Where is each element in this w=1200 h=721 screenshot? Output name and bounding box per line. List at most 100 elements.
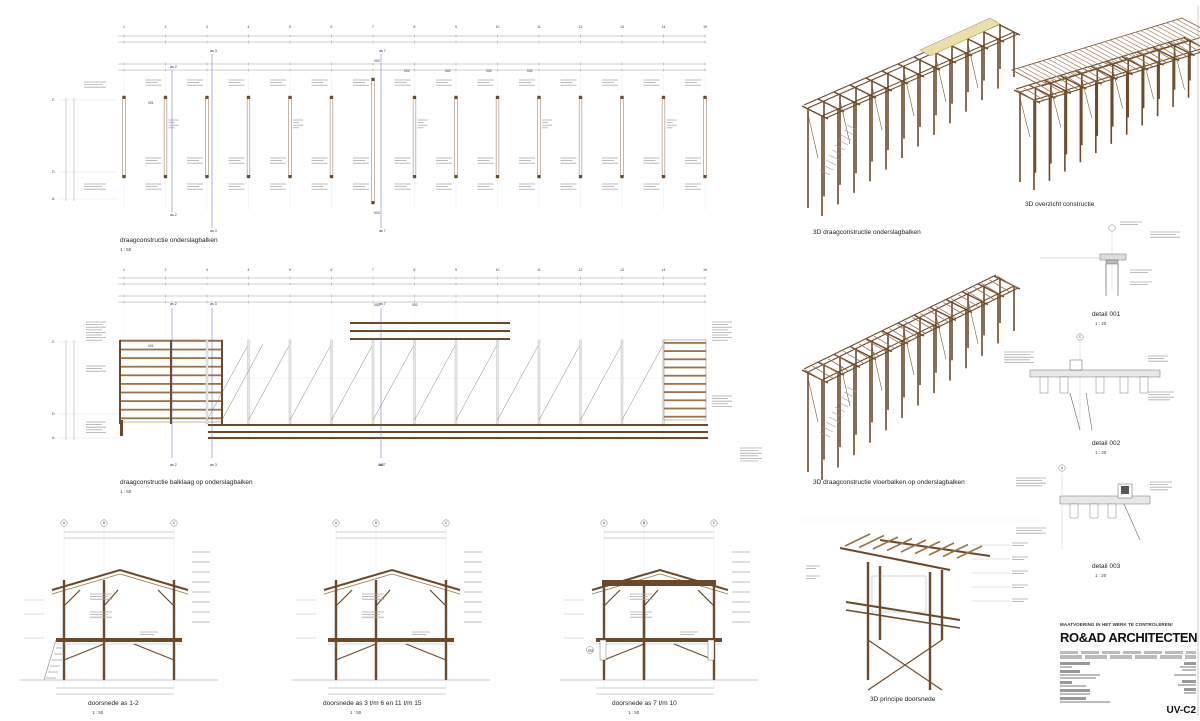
sec2-scale: 1 : 50 <box>350 710 362 715</box>
iso2-brace <box>1081 79 1093 119</box>
iso2-rafter <box>1145 28 1177 46</box>
diagonal-brace <box>221 343 264 421</box>
detail2-joist <box>1139 376 1149 394</box>
beam-cap <box>329 175 334 178</box>
onderslag-ghost <box>330 339 333 425</box>
iso3-stair-tread <box>825 421 837 428</box>
detail-views: CA <box>1004 221 1180 550</box>
grid-col-label: 7 <box>372 25 374 29</box>
sec3-brace <box>697 589 715 607</box>
beam-onderslag <box>703 95 707 179</box>
grid-row-label: C <box>52 340 55 344</box>
iso2-rafter <box>1053 57 1084 74</box>
sec3-roof-under <box>591 573 729 595</box>
iso3-deck-beam <box>889 328 910 341</box>
iso3-long-beam <box>807 277 1001 373</box>
onderslag-ghost <box>371 339 375 425</box>
info-lines-left <box>1060 662 1120 703</box>
detail2-post <box>1085 392 1093 431</box>
iso1-brace <box>903 71 915 117</box>
beam-onderslag <box>371 77 375 205</box>
iso2-deck-beam <box>1077 70 1099 84</box>
grid-col-label: 14 <box>662 25 666 29</box>
iso3-stair-tread <box>819 431 831 438</box>
beam-cap <box>578 175 583 178</box>
long-beam <box>208 424 708 426</box>
onderslag-ghost <box>537 339 541 425</box>
iso4-rafter <box>872 536 899 550</box>
plan1-scale: 1 : 50 <box>120 247 132 252</box>
axis-label-bottom: as 7 <box>379 463 386 467</box>
grid-row-label: C <box>52 98 55 102</box>
onderslag-ghost <box>288 339 292 425</box>
diagonal-brace <box>248 343 291 421</box>
iso3-long-beam <box>821 285 1015 381</box>
grid-col-label: 8 <box>414 25 416 29</box>
sec2-brace <box>429 589 447 607</box>
iso3-brace <box>839 362 851 407</box>
detail1-title: detail 001 <box>1092 311 1121 318</box>
sec1-title: doorsnede as 1-2 <box>88 700 139 707</box>
sec1-axis-C-circle <box>170 519 178 527</box>
detail-tag: 002 <box>404 69 410 73</box>
iso2-rafter <box>1037 61 1068 79</box>
grid-col-label: 3 <box>206 25 208 29</box>
iso1-stair-tread <box>822 164 834 171</box>
detail2-joist <box>1119 376 1129 394</box>
beam-onderslag <box>661 95 666 179</box>
beam-onderslag <box>537 95 541 179</box>
grid-col-label: 13 <box>620 25 624 29</box>
grid-col-label: 8 <box>414 268 416 272</box>
iso4-roof-edge <box>839 547 951 571</box>
sec1-axis-C-text: C <box>173 521 176 525</box>
iso1-stair-tread <box>837 139 849 146</box>
iso4-cross-brace <box>867 639 943 691</box>
sec1-roof-under <box>51 573 189 595</box>
detail-tag: 002 <box>527 69 533 73</box>
detail-tag: 002 <box>445 69 451 73</box>
iso2-rafter <box>1027 65 1058 82</box>
sec1-brace <box>157 589 175 607</box>
stair-stringer <box>120 420 123 436</box>
long-beam <box>208 437 708 439</box>
floor-beam <box>664 358 706 361</box>
grid-col-label: 11 <box>537 25 541 29</box>
beam-onderslag <box>163 95 168 179</box>
iso2-long-beam <box>1019 39 1191 93</box>
beam-onderslag <box>578 95 583 179</box>
iso1-stair-tread <box>828 154 840 161</box>
iso4-rafter <box>844 533 871 547</box>
iso3-deck-beam <box>873 335 895 349</box>
plan1-title: draagconstructie onderslagbalken <box>120 237 218 244</box>
grid-col-label: 6 <box>331 25 333 29</box>
iso2-deck-beam <box>1152 48 1174 61</box>
iso2-rafter <box>1058 55 1089 73</box>
iso3-stair-tread <box>822 426 834 433</box>
iso3-deck-beam <box>858 343 879 357</box>
beam-cap <box>661 175 666 178</box>
axis-label-top: as 2 <box>170 65 177 69</box>
axis-label-top: as 7 <box>379 302 386 306</box>
iso2-long-beam <box>1015 36 1187 90</box>
beam-onderslag <box>495 95 500 179</box>
sec2-axis-C-text: C <box>445 521 448 525</box>
detail1-scale: 1 : 20 <box>1095 321 1107 326</box>
beam-onderslag <box>246 95 251 179</box>
iso2-rafter <box>1109 39 1141 57</box>
office-logo: RO&AD ARCHITECTEN <box>1060 630 1198 645</box>
iso2-deck-beam <box>1179 39 1200 53</box>
detail3-axis-bubble-text: A <box>1061 466 1064 470</box>
floor-field-right <box>663 339 707 421</box>
iso2-deck-beam <box>1118 58 1140 72</box>
onderslag-under <box>221 340 223 424</box>
grid-col-label: 3 <box>206 268 208 272</box>
diagonal-brace <box>580 343 623 421</box>
detail-tag: 002 <box>374 59 380 63</box>
iso2-deck-beam <box>1023 87 1045 101</box>
iso2-deck-beam <box>1057 77 1079 90</box>
iso3-deck-beam <box>989 279 1010 293</box>
iso2-rafter <box>1140 30 1171 47</box>
detail1-plate <box>1105 259 1119 265</box>
grid-col-label: 2 <box>165 268 167 272</box>
